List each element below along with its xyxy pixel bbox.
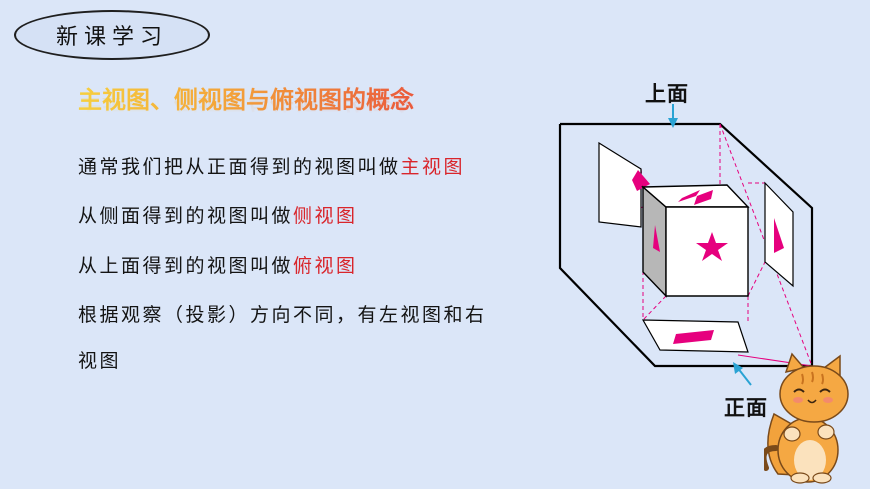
text-line-4: 根据观察（投影）方向不同，有左视图和右 — [78, 300, 487, 327]
text-line-1-body: 通常我们把从正面得到的视图叫做 — [78, 156, 401, 178]
text-line-3: 从上面得到的视图叫做俯视图 — [78, 251, 358, 278]
center-cube — [641, 184, 750, 298]
text-line-2-body: 从侧面得到的视图叫做 — [78, 205, 294, 227]
term-front-view: 主视图 — [400, 156, 466, 178]
slide-title-reflection: 主视图、侧视图与俯视图的概念 — [78, 98, 414, 114]
term-top-view: 俯视图 — [293, 255, 358, 277]
label-front: 正面 — [724, 395, 768, 420]
section-badge: 新课学习 — [14, 10, 210, 60]
cube-top-parallelogram-icon — [678, 190, 700, 202]
term-side-view: 侧视图 — [293, 205, 358, 227]
text-line-4-body: 根据观察（投影）方向不同，有左视图和右 — [78, 304, 487, 326]
text-line-1: 通常我们把从正面得到的视图叫做主视图 — [78, 152, 465, 179]
back-panel-star-icon — [632, 170, 650, 191]
top-arrow-icon — [668, 104, 678, 128]
front-arrow-icon — [733, 362, 752, 386]
text-line-3-body: 从上面得到的视图叫做 — [78, 255, 294, 277]
back-panel — [598, 141, 650, 228]
side-panel — [764, 181, 794, 288]
text-line-5: 视图 — [78, 346, 121, 373]
cat-mascot-icon — [764, 352, 849, 484]
slide-title: 主视图、侧视图与俯视图的概念 — [78, 86, 414, 114]
text-line-2: 从侧面得到的视图叫做侧视图 — [78, 201, 358, 228]
side-panel-parallelogram-icon — [774, 218, 784, 253]
bottom-panel-parallelogram-icon — [673, 330, 714, 344]
bottom-panel — [641, 319, 749, 353]
cube-front-star-icon — [696, 232, 728, 261]
title-group: 主视图、侧视图与俯视图的概念 主视图、侧视图与俯视图的概念 — [78, 84, 414, 134]
projection-diagram — [558, 104, 814, 386]
label-top: 上面 — [645, 81, 689, 106]
cube-side-parallelogram-icon — [653, 225, 660, 252]
projection-box-frame — [558, 122, 814, 368]
text-line-5-body: 视图 — [78, 350, 122, 372]
